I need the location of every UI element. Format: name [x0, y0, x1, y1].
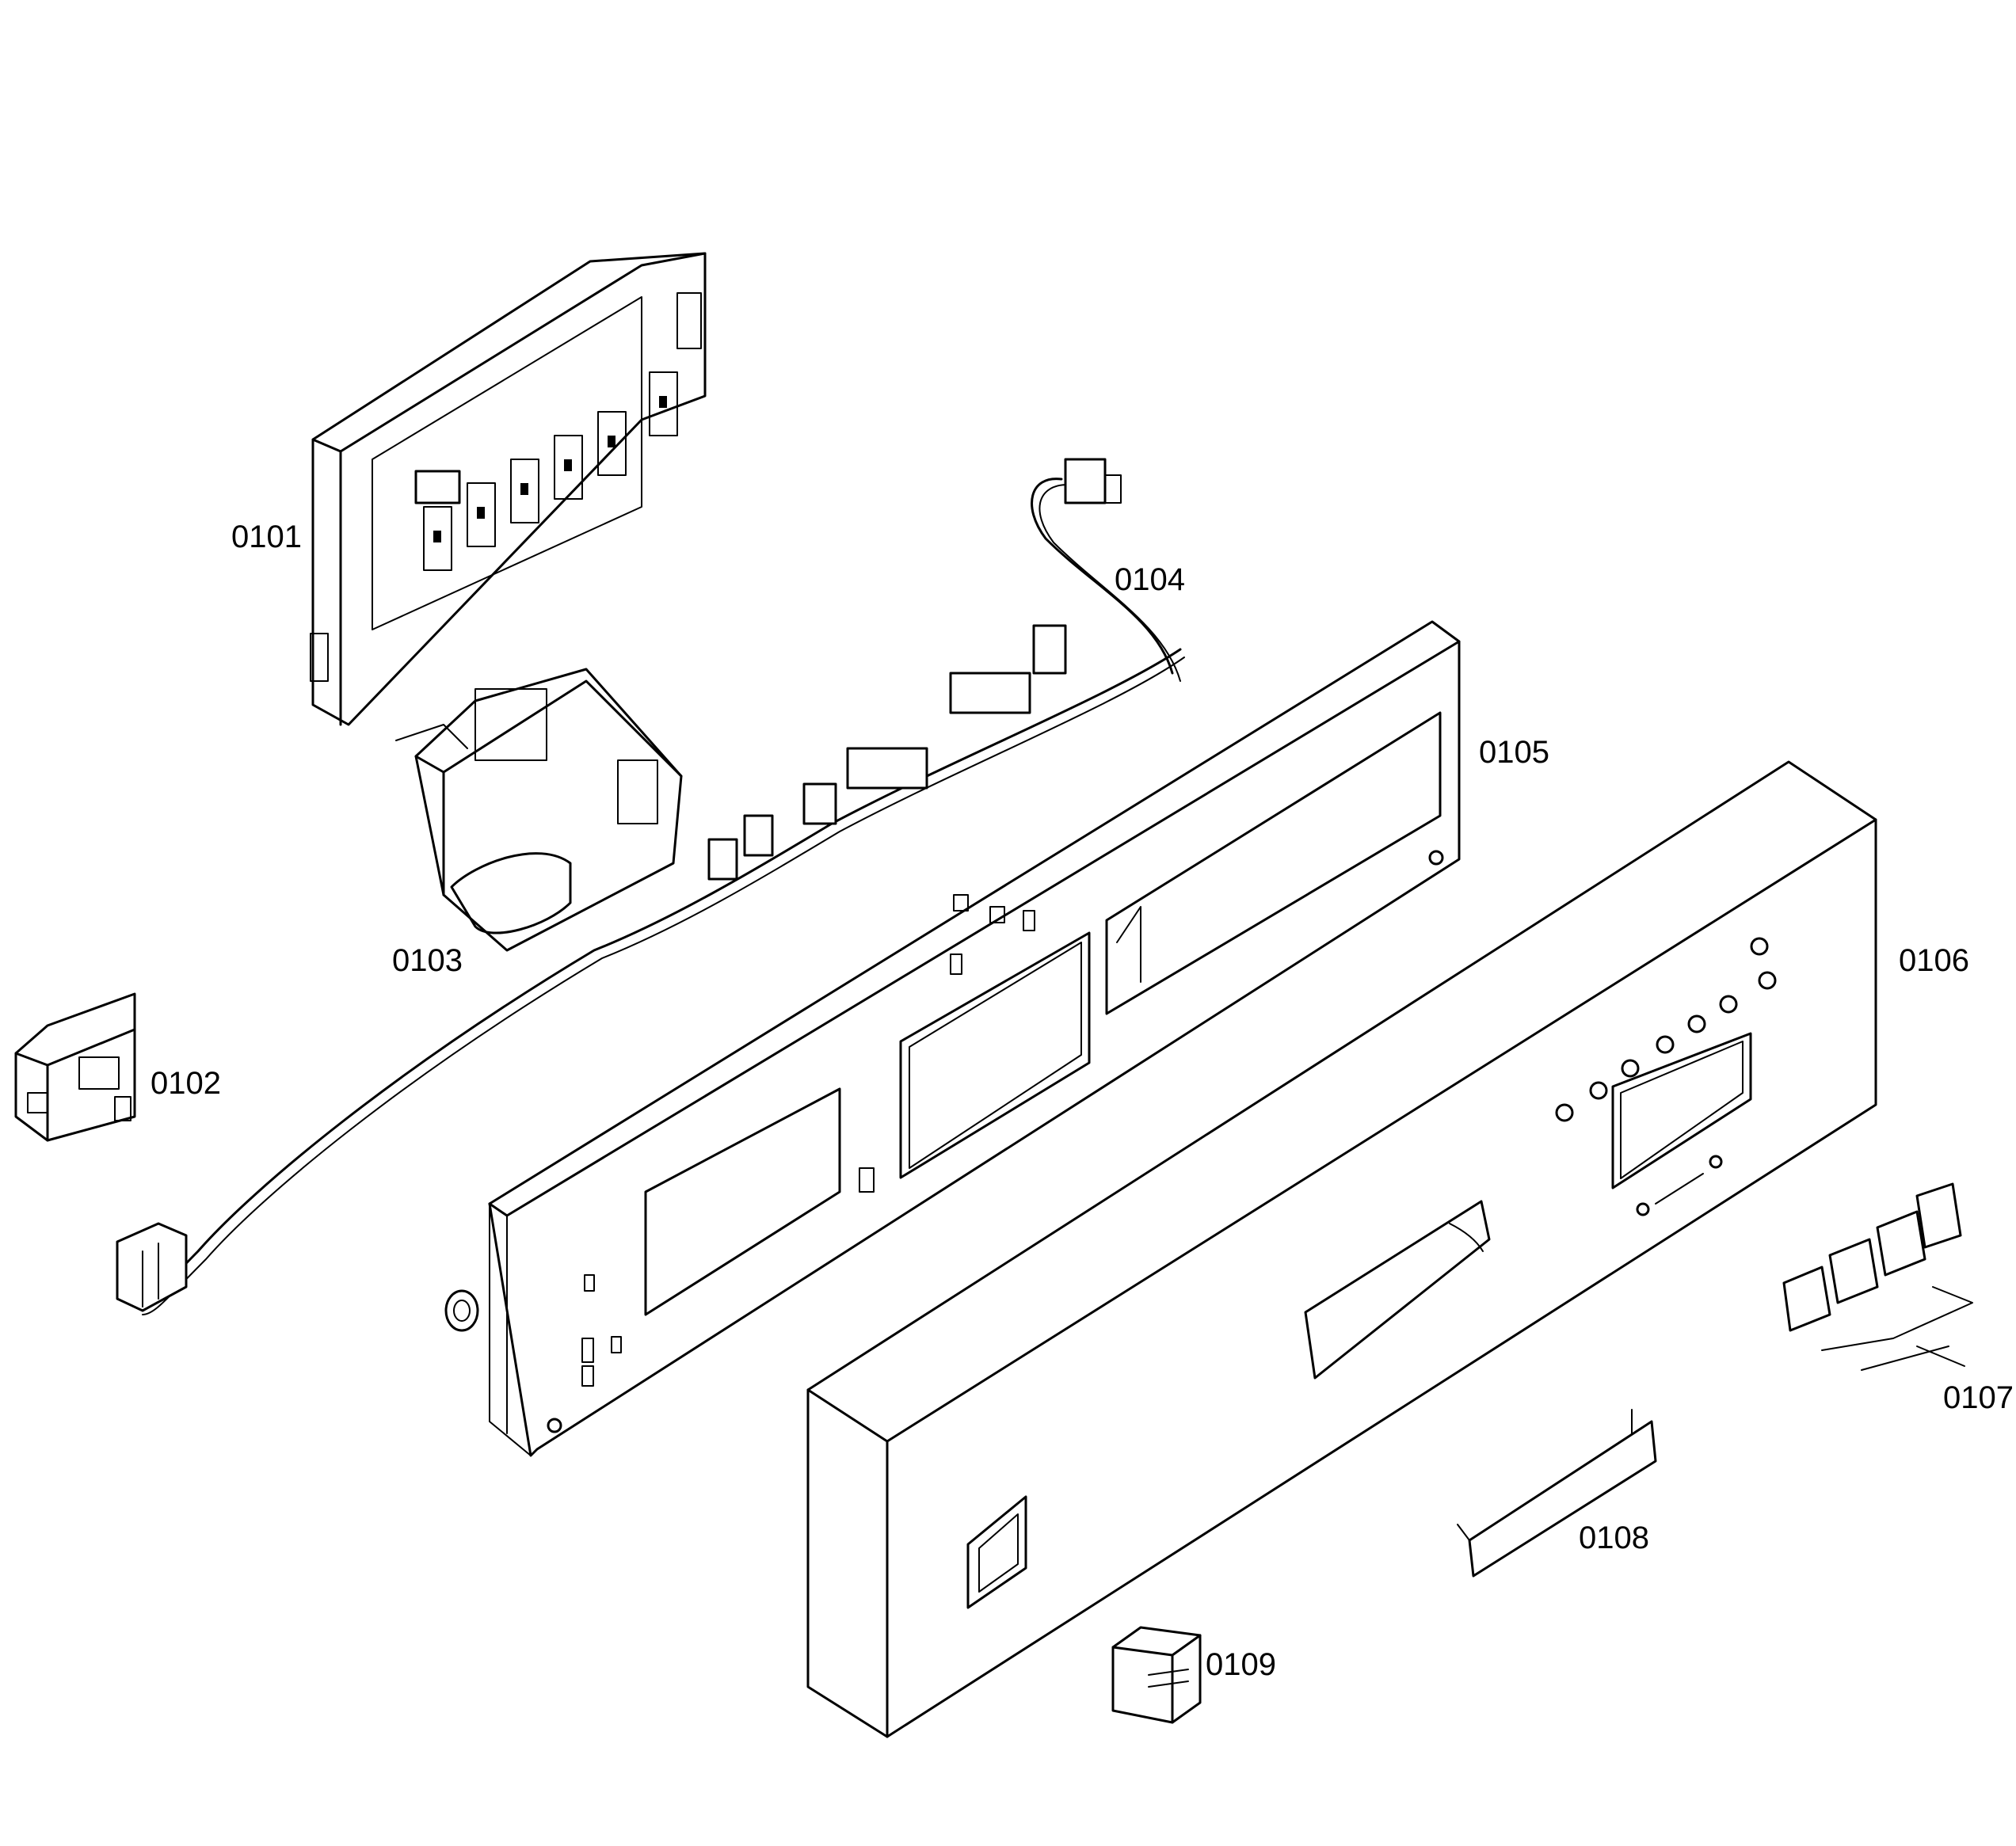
- part-label-0108: 0108: [1579, 1521, 1649, 1555]
- part-label-0105: 0105: [1479, 735, 1549, 770]
- control-module-part[interactable]: [310, 252, 707, 726]
- push-buttons-part[interactable]: [1782, 1182, 1973, 1371]
- handle-trim-part[interactable]: [1457, 1409, 1657, 1578]
- door-lock-part[interactable]: [395, 668, 683, 952]
- control-panel-facia-part[interactable]: [806, 760, 1877, 1738]
- part-label-0101: 0101: [231, 520, 302, 554]
- part-label-0103: 0103: [392, 943, 463, 978]
- door-switch-part[interactable]: [14, 992, 136, 1142]
- part-label-0104: 0104: [1115, 562, 1185, 597]
- part-label-0109: 0109: [1206, 1647, 1276, 1682]
- wire-harness-part[interactable]: [116, 458, 1185, 1315]
- part-label-0106: 0106: [1899, 943, 1969, 978]
- part-label-0107: 0107: [1943, 1380, 2014, 1415]
- knob-button-part[interactable]: [1111, 1626, 1202, 1724]
- part-label-0102: 0102: [151, 1066, 221, 1101]
- panel-frame-part[interactable]: [444, 620, 1461, 1457]
